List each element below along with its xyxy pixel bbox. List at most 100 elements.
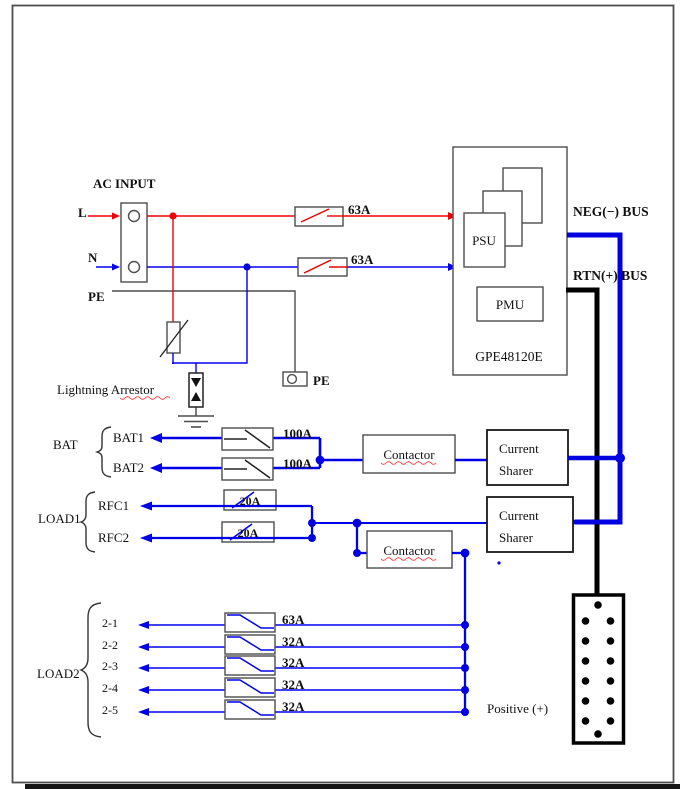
bat-section: BAT BAT1 BAT2 100A 100A Contactor Curren… [53, 426, 625, 486]
load2-1-rating: 63A [282, 612, 305, 627]
positive-label: Positive (+) [487, 701, 548, 716]
diagram-frame [11, 4, 675, 784]
breaker-l-rating: 63A [348, 202, 371, 217]
terminal-hole-icon [286, 373, 298, 385]
breaker-blade-icon [244, 429, 271, 449]
rectifier-model: GPE48120E [475, 349, 543, 364]
ac-input-title: AC INPUT [93, 176, 156, 191]
bat-contactor [362, 434, 456, 474]
load1-sharer-label-2: Sharer [499, 530, 534, 545]
spellcheck-underline [380, 461, 437, 465]
arrow-left-icon [138, 664, 149, 672]
rfc2-breaker-rating: 20A [238, 526, 259, 540]
junction-dot [461, 708, 469, 716]
breaker-blade-icon [244, 459, 271, 479]
breaker-blade-icon [227, 636, 274, 651]
load1-section: LOAD1 RFC1 RFC2 20A 20A Current Sharer C… [38, 489, 617, 712]
rfc2-label: RFC2 [98, 530, 129, 545]
breaker-n-rating: 63A [351, 252, 374, 267]
varistor [166, 321, 181, 354]
breaker-blade-icon [227, 701, 274, 716]
ac-input-section: AC INPUT L N PE 63A 63A [78, 176, 457, 388]
varistor-diagonal-icon [159, 319, 189, 358]
breaker-blade-icon [300, 208, 330, 223]
junction-dot [461, 686, 469, 694]
arrow-left-icon [138, 643, 149, 651]
breaker-blade-icon [227, 657, 274, 672]
arrow-down-icon [191, 378, 201, 387]
bat1-breaker-100a [221, 427, 274, 451]
junction-dot [461, 643, 469, 651]
load2-3-label: 2-3 [102, 659, 118, 673]
load2-4-breaker [224, 677, 276, 698]
positive-busbar-section: Positive (+) [487, 593, 626, 745]
load2-3-breaker [224, 655, 276, 676]
junction-dot [169, 212, 177, 220]
bat2-breaker-100a [221, 457, 274, 481]
breaker-blade-icon [303, 259, 332, 274]
arrow-left-icon [140, 501, 152, 511]
load1-current-sharer [486, 496, 574, 553]
load2-4-rating: 32A [282, 677, 305, 692]
load2-section: LOAD2 2-1 63A 2-2 32A 2-3 32A 2-4 32A [37, 602, 469, 738]
arrow-right-icon [112, 263, 120, 271]
arrow-left-icon [150, 463, 162, 473]
bat-group-label: BAT [53, 437, 78, 452]
arrestor-neutral-drop [172, 269, 248, 364]
bat-sharer-label-2: Sharer [499, 463, 534, 478]
rfc1-label: RFC1 [98, 498, 129, 513]
bottom-edge-strip [25, 784, 680, 789]
rtn-bus-label: RTN(+) BUS [573, 268, 647, 283]
junction-dot [243, 263, 251, 271]
bat-sharer-label-1: Current [499, 441, 539, 456]
junction-dot [615, 453, 625, 463]
load2-contactor [366, 530, 453, 569]
load2-2-rating: 32A [282, 634, 305, 649]
load2-5-breaker [224, 699, 276, 720]
load2-4-label: 2-4 [102, 681, 118, 695]
bat-brace [94, 426, 112, 478]
arrestor-label: Lightning Arrestor [57, 382, 155, 397]
pe-terminal-label: PE [313, 373, 330, 388]
line-pe-label: PE [88, 289, 105, 304]
load2-group-label: LOAD2 [37, 666, 80, 681]
arrow-left-icon [138, 708, 149, 716]
rfc1-breaker-rating: 20A [240, 494, 261, 508]
breaker-blade-icon [229, 523, 253, 541]
spellcheck-underline [380, 557, 437, 561]
arrow-left-icon [150, 433, 162, 443]
junction-dot [461, 621, 469, 629]
psu-label: PSU [472, 233, 496, 248]
bat-current-sharer [486, 429, 569, 486]
psu-module-front [463, 212, 506, 268]
bat2-breaker-rating: 100A [283, 456, 313, 471]
rtn-bus-wire [566, 287, 600, 595]
arrow-up-icon [191, 392, 201, 401]
load1-sharer-label-1: Current [499, 508, 539, 523]
arrow-left-icon [140, 533, 152, 543]
neg-bus-label: NEG(−) BUS [573, 204, 649, 219]
breaker-blade-icon [227, 679, 274, 694]
rectifier-section: PSU PMU GPE48120E [452, 146, 568, 376]
load2-brace [79, 602, 102, 738]
load1-brace [78, 491, 96, 553]
load2-contactor-label: Contactor [383, 543, 435, 558]
load2-5-label: 2-5 [102, 703, 118, 717]
load2-1-label: 2-1 [102, 616, 118, 630]
arrow-left-icon [138, 686, 149, 694]
lightning-arrestor-section: Lightning Arrestor [57, 218, 248, 428]
junction-dot [308, 534, 316, 542]
stray-dot [497, 561, 501, 565]
line-l-label: L [78, 205, 87, 220]
breaker-blade-icon [227, 614, 274, 629]
spellcheck-underline [119, 396, 171, 400]
load2-2-breaker [224, 634, 276, 655]
breaker-blade-icon [231, 491, 255, 509]
arrow-left-icon [138, 621, 149, 629]
pmu-module [476, 286, 544, 322]
load2-2-label: 2-2 [102, 638, 118, 652]
line-n-label: N [88, 250, 98, 265]
pmu-label: PMU [496, 297, 525, 312]
